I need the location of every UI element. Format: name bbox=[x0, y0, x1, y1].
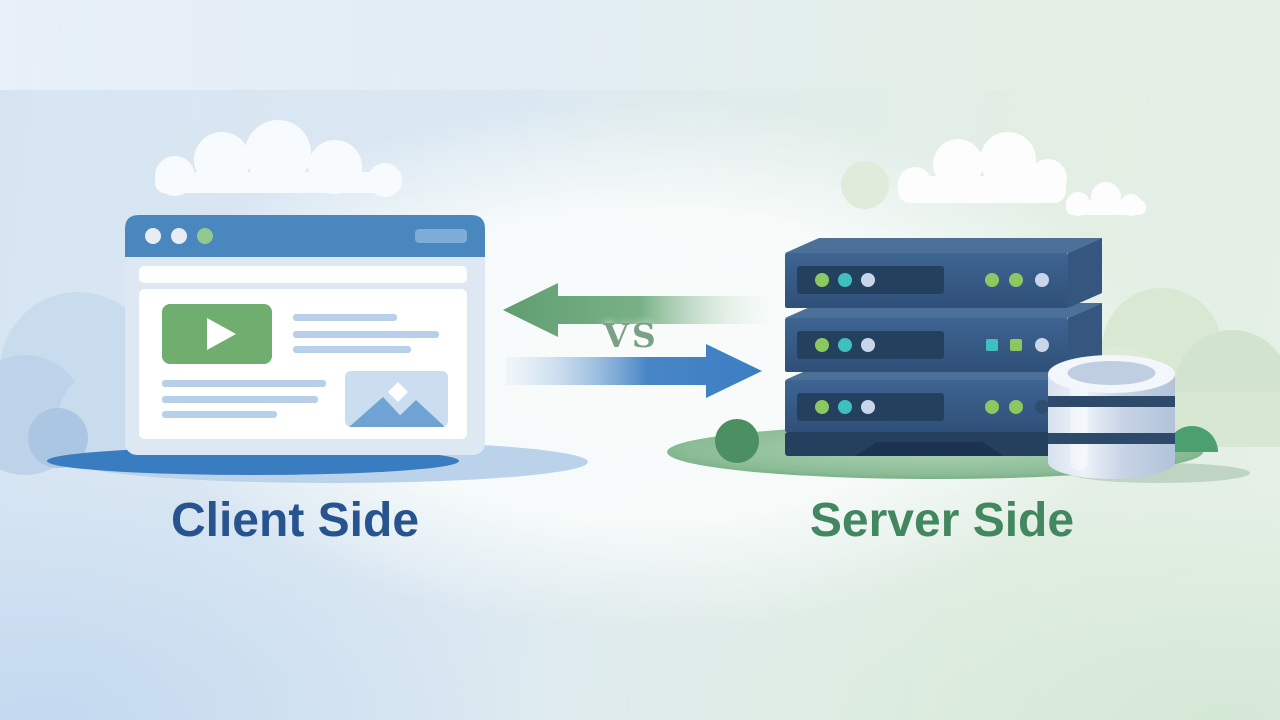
video-player bbox=[162, 304, 272, 364]
response-arrow-icon bbox=[503, 283, 772, 337]
header-button bbox=[415, 229, 467, 243]
led-indicator bbox=[985, 400, 999, 414]
led-indicator bbox=[861, 273, 875, 287]
image-placeholder-icon bbox=[345, 371, 448, 427]
text-line bbox=[162, 396, 318, 403]
led-indicator bbox=[861, 400, 875, 414]
text-line bbox=[293, 314, 397, 321]
background-top-band bbox=[0, 0, 1280, 90]
led-indicator bbox=[815, 400, 829, 414]
led-indicator bbox=[838, 273, 852, 287]
background-bottom-left-tint bbox=[0, 450, 560, 720]
client-side-label: Client Side bbox=[170, 494, 420, 547]
led-indicator bbox=[1035, 273, 1049, 287]
server-unit bbox=[785, 303, 1102, 372]
window-dot-icon bbox=[171, 228, 187, 244]
diamond-icon bbox=[388, 382, 408, 402]
led-indicator bbox=[815, 273, 829, 287]
versus-label: VS bbox=[603, 316, 659, 355]
server-side-label: Server Side bbox=[809, 494, 1075, 547]
led-indicator bbox=[1035, 338, 1049, 352]
window-dot-icon bbox=[145, 228, 161, 244]
led-indicator bbox=[1009, 400, 1023, 414]
text-line bbox=[293, 346, 411, 353]
cloud-right-large bbox=[898, 132, 1067, 203]
request-arrow-icon bbox=[506, 344, 762, 398]
mountain-icon bbox=[349, 397, 411, 427]
play-icon bbox=[207, 318, 236, 350]
cloud-left bbox=[155, 120, 402, 197]
led-indicator bbox=[1035, 400, 1049, 414]
text-lines-right bbox=[293, 314, 439, 353]
led-indicator bbox=[1009, 273, 1023, 287]
background-bottom-right-tint bbox=[640, 470, 1280, 720]
browser-window bbox=[125, 215, 485, 455]
database-icon bbox=[1048, 355, 1175, 479]
server-unit bbox=[785, 238, 1102, 308]
traffic-light-dots bbox=[145, 228, 213, 244]
browser-header bbox=[125, 215, 485, 257]
text-lines-bottom bbox=[162, 380, 326, 418]
window-dot-icon bbox=[197, 228, 213, 244]
led-indicator bbox=[815, 338, 829, 352]
text-line bbox=[162, 411, 277, 418]
bush-far-right-icon bbox=[1166, 426, 1218, 452]
led-indicator bbox=[861, 338, 875, 352]
cloud-right-small bbox=[1066, 182, 1146, 216]
text-line bbox=[162, 380, 326, 387]
bush-left-icon bbox=[715, 419, 759, 463]
led-indicator bbox=[838, 338, 852, 352]
text-line bbox=[293, 331, 439, 338]
cloud-pale-green bbox=[841, 161, 889, 209]
led-indicator bbox=[1010, 339, 1022, 351]
address-bar bbox=[139, 266, 467, 283]
led-indicator bbox=[985, 273, 999, 287]
led-indicator bbox=[838, 400, 852, 414]
led-indicator bbox=[986, 339, 998, 351]
mountain-icon bbox=[388, 400, 445, 427]
